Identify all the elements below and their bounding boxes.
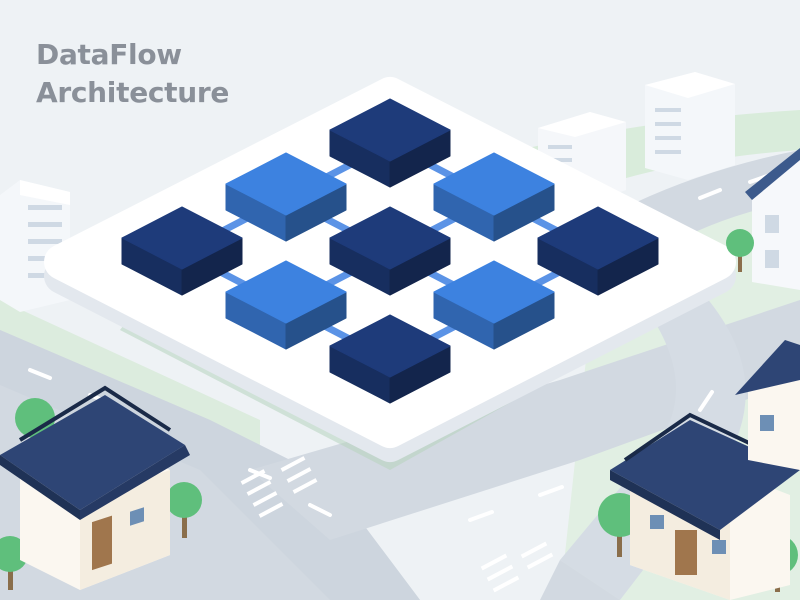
data-module-block-icon [329,98,451,188]
module-top-face [121,206,243,270]
module-grid [121,98,659,404]
data-module-block-icon [433,152,555,242]
title-line-1: DataFlow [36,38,182,71]
module-top-face [225,260,347,324]
module-top-face [329,314,451,378]
data-module-block-icon [121,206,243,296]
data-module-block-icon [225,260,347,350]
title-line-2: Architecture [36,76,230,109]
data-module-block-icon [225,152,347,242]
crosswalk-left [240,456,318,518]
module-top-face [433,260,555,324]
tree-icon [166,482,202,538]
crosswalk-right [480,541,554,593]
module-top-face [537,206,659,270]
traditional-house-icon [0,385,190,590]
data-module-block-icon [329,206,451,296]
data-module-block-icon [433,260,555,350]
module-top-face [329,206,451,270]
module-top-face [225,152,347,216]
page-title: DataFlow Architecture [36,36,229,112]
module-top-face [329,98,451,162]
traditional-house-icon [735,340,800,470]
office-building-icon [645,72,735,180]
traditional-house-icon [610,412,800,600]
data-module-block-icon [329,314,451,404]
module-top-face [433,152,555,216]
office-building-icon [745,148,800,290]
tree-icon [726,229,754,272]
data-module-block-icon [537,206,659,296]
